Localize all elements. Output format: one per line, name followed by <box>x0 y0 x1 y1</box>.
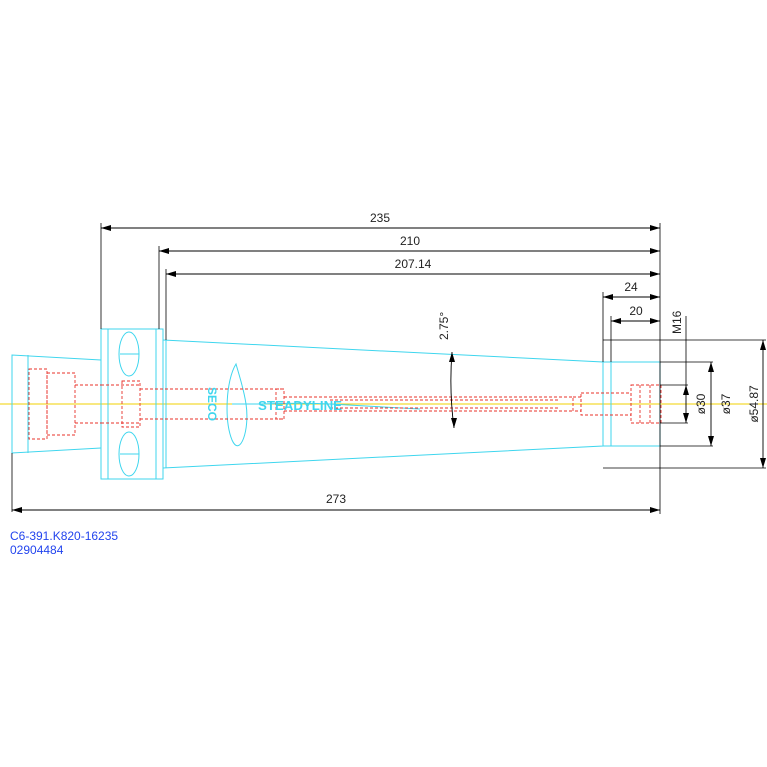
dim-235-label: 235 <box>370 211 390 225</box>
part-number: 02904484 <box>10 543 64 557</box>
dim-24-label: 24 <box>624 280 638 294</box>
dim-207-label: 207.14 <box>395 257 432 271</box>
extension-lines <box>11 223 766 514</box>
dim-273-label: 273 <box>326 492 346 506</box>
internal-hidden-lines <box>28 368 662 440</box>
brand-logo-text: STEADYLINE <box>258 398 342 413</box>
seco-logo-text: SECO <box>205 387 219 421</box>
dimension-lines <box>12 225 766 513</box>
dia-54-label: ø54.87 <box>747 385 761 423</box>
dim-210-label: 210 <box>400 234 420 248</box>
dia-30-label: ø30 <box>694 393 708 414</box>
dim-20-label: 20 <box>629 304 643 318</box>
dia-37-label: ø37 <box>719 393 733 414</box>
taper-angle-label: 2.75° <box>437 312 451 340</box>
part-code: C6-391.K820-16235 <box>10 529 119 543</box>
thread-label: M16 <box>670 310 684 334</box>
